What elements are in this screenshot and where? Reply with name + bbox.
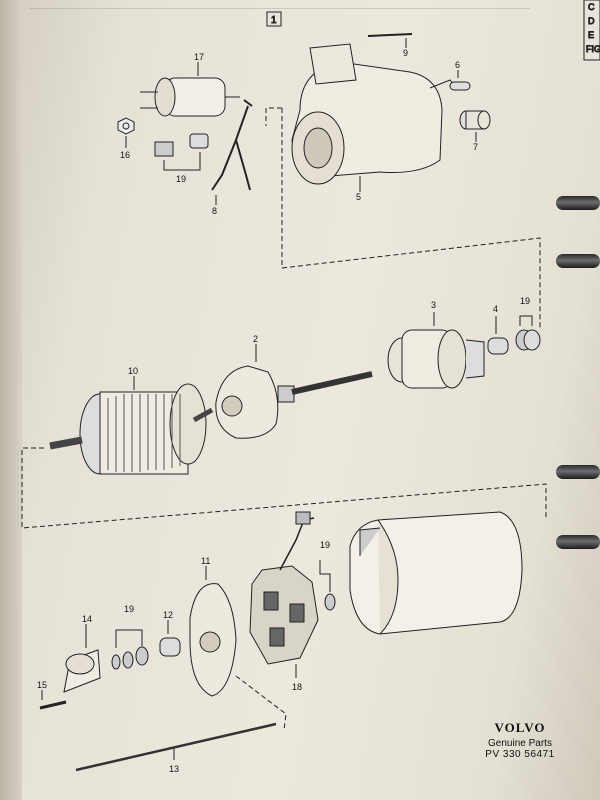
binder-ring-2 [556, 254, 600, 268]
callout-6: 6 [455, 60, 460, 70]
binder-edge [0, 0, 22, 800]
callout-11: 11 [201, 556, 210, 566]
svg-text:E: E [588, 30, 594, 40]
end-cap [63, 649, 101, 693]
engagement-lever [211, 99, 253, 191]
callout-10: 10 [128, 366, 138, 376]
brush-block [154, 141, 174, 157]
callout-14: 14 [82, 614, 92, 624]
callout-12: 12 [163, 610, 173, 620]
svg-text:FIG: FIG [586, 44, 600, 54]
bolt [449, 81, 471, 91]
stop-ring [487, 337, 509, 355]
callout-7: 7 [473, 142, 478, 152]
genuine-parts-label: Genuine Parts [488, 738, 552, 749]
callout-19-top: 19 [176, 174, 186, 184]
callout-5: 5 [356, 192, 361, 202]
binder-ring-3 [556, 465, 600, 479]
nut [117, 117, 135, 135]
pinion-drive [387, 329, 485, 389]
bushing [189, 133, 209, 149]
washer [324, 593, 336, 611]
shim-washers [111, 646, 149, 670]
armature [49, 383, 214, 475]
callout-16: 16 [120, 150, 130, 160]
svg-text:D: D [588, 16, 595, 26]
callout-8: 8 [212, 206, 217, 216]
yoke-housing [349, 511, 523, 635]
callout-4: 4 [493, 304, 498, 314]
through-bolt [75, 722, 277, 772]
drive-end-housing [291, 43, 459, 185]
callout-9: 9 [403, 48, 408, 58]
brand-logo: VOLVO [494, 720, 546, 735]
box-number: 1 [271, 15, 277, 26]
header-table-ghost [30, 8, 530, 69]
armature-shaft [291, 371, 373, 395]
callout-18: 18 [292, 682, 302, 692]
callout-15: 15 [37, 680, 47, 690]
circlip [515, 329, 541, 351]
catalog-code: PV 330 56471 [485, 749, 555, 760]
bearing-bush [459, 110, 491, 130]
diagram-box [266, 11, 282, 27]
fig-tab-column: C D E FIG [583, 0, 600, 61]
callout-19-brush: 19 [320, 540, 330, 550]
callout-19-pinion: 19 [520, 296, 530, 306]
callout-17: 17 [194, 52, 204, 62]
callout-13: 13 [169, 764, 179, 774]
binder-ring-1 [556, 196, 600, 210]
solenoid [140, 77, 240, 117]
binder-ring-4 [556, 535, 600, 549]
commutator-end-shield [189, 583, 237, 697]
cap-screw [39, 700, 67, 710]
callout-3: 3 [431, 300, 436, 310]
svg-text:C: C [588, 2, 595, 12]
volvo-genuine-parts-mark: VOLVO Genuine Parts PV 330 56471 [470, 720, 570, 760]
callout-19-washers: 19 [124, 604, 134, 614]
pin [367, 33, 413, 37]
intermediate-bearing [215, 365, 295, 439]
callout-2: 2 [253, 334, 258, 344]
brush-holder [249, 511, 319, 665]
end-bush [159, 637, 181, 657]
